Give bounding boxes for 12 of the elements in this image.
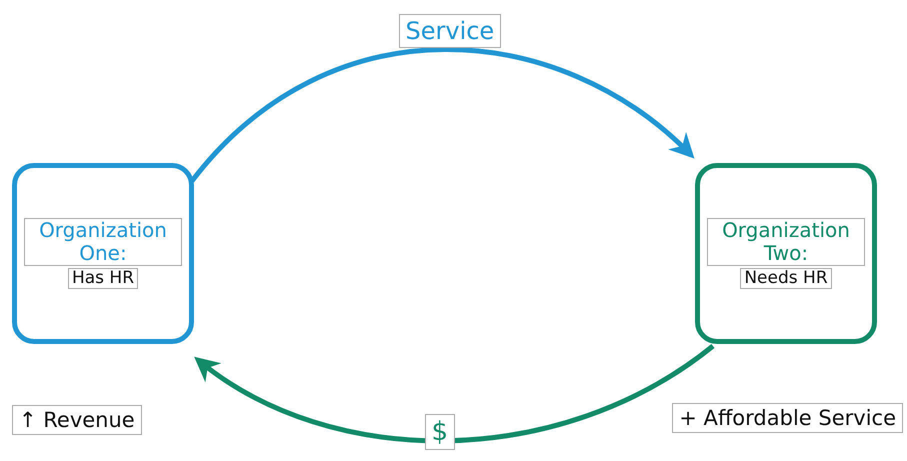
organization-title: Organization Two:	[707, 218, 865, 266]
curved-arrow	[190, 47, 695, 183]
note-text: + Affordable Service	[672, 403, 903, 433]
rounded-box	[695, 163, 877, 344]
edge-label: Service	[398, 14, 502, 48]
organization-note: Needs HR	[740, 268, 832, 290]
organization-note: Has HR	[68, 268, 138, 290]
curved-arrow	[194, 344, 714, 444]
rounded-box	[12, 163, 194, 344]
edge-label: $	[424, 414, 456, 450]
note-text: ↑ Revenue	[12, 405, 142, 435]
organization-title: Organization One:	[24, 218, 182, 266]
